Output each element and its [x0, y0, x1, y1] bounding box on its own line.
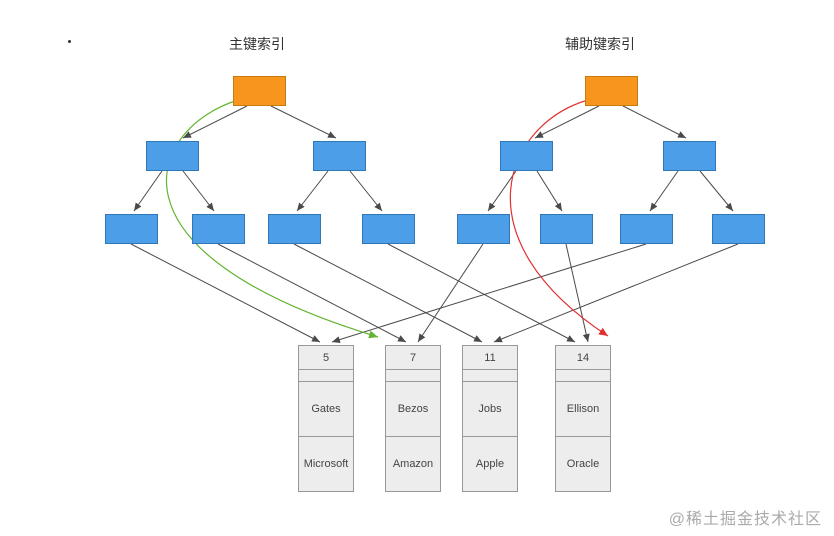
edge: [182, 170, 215, 212]
record-name: Gates: [298, 382, 354, 437]
record-key: 7: [385, 345, 441, 370]
primary-branch-node: [146, 141, 199, 171]
secondary-branch-node: [500, 141, 553, 171]
record-company: Microsoft: [298, 437, 354, 492]
edge: [622, 105, 687, 139]
primary-lookup-curve: [165, 99, 379, 339]
record-pointer: [331, 243, 647, 343]
primary-root-node: [233, 76, 286, 106]
edge: [536, 170, 563, 212]
primary-record-pointers: [130, 243, 576, 343]
record-column: 7 Bezos Amazon: [385, 345, 441, 492]
stray-dot: [68, 40, 71, 43]
edge: [534, 105, 600, 139]
secondary-lookup-curve: [509, 99, 609, 337]
primary-leaf-node: [105, 214, 158, 244]
record-pointer: [387, 243, 576, 343]
record-key: 14: [555, 345, 611, 370]
record-company: Oracle: [555, 437, 611, 492]
record-name: Bezos: [385, 382, 441, 437]
secondary-branch-node: [663, 141, 716, 171]
record-pointer: [217, 243, 407, 343]
primary-branch-node: [313, 141, 366, 171]
secondary-leaf-node: [620, 214, 673, 244]
record-column: 11 Jobs Apple: [462, 345, 518, 492]
edge: [296, 170, 329, 212]
edge: [649, 170, 679, 212]
primary-tree-edges: [133, 105, 383, 212]
edge: [349, 170, 383, 212]
record-pointer: [293, 243, 483, 343]
record-spacer: [385, 370, 441, 382]
secondary-leaf-node: [457, 214, 510, 244]
record-company: Amazon: [385, 437, 441, 492]
edge: [270, 105, 337, 139]
record-name: Jobs: [462, 382, 518, 437]
record-pointer: [130, 243, 321, 343]
record-column: 5 Gates Microsoft: [298, 345, 354, 492]
record-key: 5: [298, 345, 354, 370]
edge: [487, 170, 517, 212]
record-spacer: [462, 370, 518, 382]
edge: [699, 170, 734, 212]
edge: [182, 105, 248, 139]
secondary-tree-edges: [487, 105, 734, 212]
record-company: Apple: [462, 437, 518, 492]
primary-leaf-node: [268, 214, 321, 244]
secondary-leaf-node: [712, 214, 765, 244]
secondary-root-node: [585, 76, 638, 106]
record-pointer: [565, 243, 590, 343]
record-spacer: [555, 370, 611, 382]
record-column: 14 Ellison Oracle: [555, 345, 611, 492]
watermark: @稀土掘金技术社区: [668, 511, 822, 528]
secondary-record-pointers: [331, 243, 739, 343]
primary-leaf-node: [192, 214, 245, 244]
record-pointer: [417, 243, 484, 343]
edge: [133, 170, 163, 212]
secondary-index-label: 辅助键索引: [565, 36, 635, 52]
primary-leaf-node: [362, 214, 415, 244]
record-key: 11: [462, 345, 518, 370]
record-name: Ellison: [555, 382, 611, 437]
record-pointer: [493, 243, 739, 343]
secondary-leaf-node: [540, 214, 593, 244]
primary-index-label: 主键索引: [229, 36, 285, 52]
record-spacer: [298, 370, 354, 382]
